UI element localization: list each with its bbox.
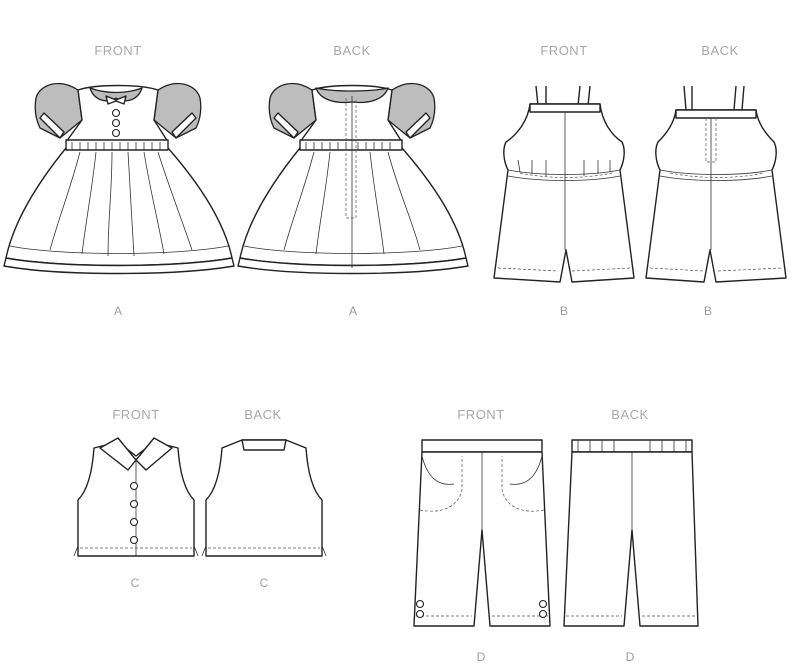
- romper-back-band: [675, 109, 757, 119]
- dress-back-title: BACK: [333, 43, 371, 58]
- pants-front-pockets: [421, 455, 543, 485]
- pants-front-button-4: [538, 609, 548, 619]
- pants-front-button-2: [415, 609, 425, 619]
- romper-front-straps: [535, 85, 591, 107]
- vest-front-drawing: [73, 437, 199, 557]
- vest-back-collar: [241, 439, 287, 451]
- dress-back-collar: [315, 87, 389, 104]
- vest-back-drawing: [201, 439, 327, 557]
- pants-front-body: [413, 451, 551, 627]
- romper-back-title: BACK: [701, 43, 739, 58]
- romper-back-body: [645, 109, 787, 283]
- vest-back-body: [205, 439, 323, 557]
- dress-front-collar: [89, 87, 143, 102]
- dress-front-button-3: [111, 128, 121, 138]
- dress-front-waistband: [65, 139, 169, 151]
- vest-front-letter: C: [130, 576, 140, 590]
- pants-back-title: BACK: [611, 407, 649, 422]
- romper-front-letter: B: [559, 304, 569, 318]
- pants-front-drawing: [413, 439, 551, 627]
- vest-back-title: BACK: [244, 407, 282, 422]
- dress-back-skirt: [239, 147, 467, 267]
- vest-button-2: [129, 499, 139, 509]
- romper-back-letter: B: [703, 304, 713, 318]
- romper-front-title: FRONT: [540, 43, 588, 58]
- romper-back-straps: [683, 85, 745, 111]
- dress-back-letter: A: [348, 304, 358, 318]
- vest-front-title: FRONT: [112, 407, 160, 422]
- vest-back-letter: C: [259, 576, 269, 590]
- vest-button-3: [129, 517, 139, 527]
- dress-front-title: FRONT: [94, 43, 142, 58]
- dress-front-letter: A: [113, 304, 123, 318]
- dress-front-right-cuff: [171, 112, 197, 139]
- pants-front-button-1: [415, 599, 425, 609]
- romper-back-zipper: [705, 118, 717, 163]
- pants-back-letter: D: [625, 650, 635, 664]
- vest-button-1: [129, 481, 139, 491]
- dress-front-button-2: [111, 118, 121, 128]
- vest-button-4: [129, 535, 139, 545]
- dress-front-skirt: [5, 147, 233, 267]
- pants-front-button-3: [538, 599, 548, 609]
- romper-front-body: [493, 103, 635, 283]
- pants-back-body: [563, 451, 699, 627]
- dress-back-hem-band: [237, 257, 469, 275]
- romper-front-bib-band: [529, 103, 601, 113]
- bow-icon: [105, 95, 127, 105]
- pants-front-title: FRONT: [457, 407, 505, 422]
- dress-front-drawing: [3, 82, 235, 275]
- dress-back-zipper: [345, 98, 357, 219]
- dress-front-button-1: [111, 108, 121, 118]
- dress-front-hem-band: [3, 257, 235, 275]
- dress-back-drawing: [237, 82, 469, 275]
- romper-back-drawing: [645, 85, 787, 283]
- pants-back-drawing: [563, 439, 699, 627]
- dress-back-waistband: [299, 139, 403, 151]
- pants-front-waistband: [421, 439, 543, 453]
- pants-front-letter: D: [476, 650, 486, 664]
- dress-front-left-cuff: [39, 112, 65, 139]
- romper-front-drawing: [493, 85, 635, 283]
